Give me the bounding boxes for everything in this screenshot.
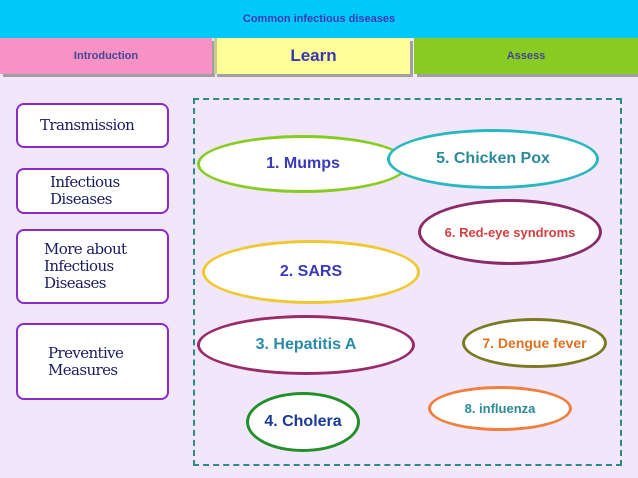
sidebar-item-infectious-diseases[interactable]: Infectious Diseases [16,168,169,214]
disease-sars-button[interactable]: 2. SARS [202,240,420,304]
disease-list-panel [193,98,622,466]
disease-mumps-button[interactable]: 1. Mumps [197,135,409,193]
sidebar-item-more-about-infectious-diseases[interactable]: More about Infectious Diseases [16,229,169,304]
disease-hepatitis-a-button[interactable]: 3. Hepatitis A [197,315,415,375]
page-title: Common infectious diseases [242,13,396,25]
disease-red-eye-button[interactable]: 6. Red-eye syndroms [418,199,602,265]
disease-cholera-button[interactable]: 4. Cholera [246,392,360,452]
disease-chicken-pox-button[interactable]: 5. Chicken Pox [387,129,599,189]
sidebar-item-transmission[interactable]: Transmission [16,103,169,148]
disease-dengue-fever-button[interactable]: 7. Dengue fever [462,318,607,368]
title-bar: Common infectious diseases [0,0,638,38]
sidebar-item-preventive-measures[interactable]: Preventive Measures [16,323,169,400]
tab-assess[interactable]: Assess [414,38,638,74]
disease-influenza-button[interactable]: 8. influenza [428,386,572,431]
tab-introduction[interactable]: Introduction [0,38,212,74]
tab-learn[interactable]: Learn [214,38,410,74]
